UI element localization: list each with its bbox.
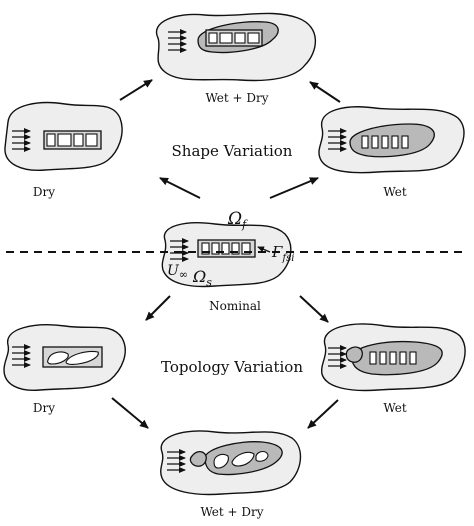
void-region [47,351,69,365]
inflow-arrows [12,344,31,368]
panel-bottom-wet-dry: Wet + Dry [160,430,302,519]
panel-shape-wet: Wet [318,106,465,199]
detached-body [189,450,207,467]
arrow-nominal-to-topology-dry [145,295,171,321]
arrow-topology-dry-to-bottom [111,397,149,429]
frame-cell [211,242,220,255]
arrow-nominal-to-shape-dry [159,177,201,199]
arrow-shape-dry-to-top [119,79,153,101]
frame-cell [401,135,409,149]
arrow-nominal-to-shape-wet [269,177,319,199]
label-shape-wet: Wet [383,185,406,199]
panel-topology-wet: Wet [320,323,466,415]
frame-cell [371,135,379,149]
frame-cell [389,351,397,365]
label-shape-dry: Dry [33,185,55,199]
omega-f-label: Ωf [227,209,248,231]
frame-cell [247,32,260,44]
omega-s-label: Ωs [192,267,212,289]
frame-cell [241,242,251,255]
panel-top-wet-dry: Wet + Dry [155,12,317,105]
inflow-arrows [12,128,31,152]
frame-cell [381,135,389,149]
frame-cell [201,242,210,255]
arrow-topology-wet-to-bottom [307,399,339,429]
detached-body [345,346,363,363]
frame-cell [46,133,56,147]
frame-cell [208,32,218,44]
topology-variation-title: Topology Variation [161,358,303,376]
void-region [255,450,269,462]
transition-arrows [111,79,341,429]
void-region [213,453,229,469]
interface-pointer [257,246,271,253]
u-infinity-label: U∞ [167,263,188,281]
frame-cell [57,133,72,147]
arrow-nominal-to-topology-wet [299,295,329,323]
label-bottom: Wet + Dry [200,505,263,519]
void-region [65,350,99,365]
frame-cell [221,242,230,255]
frame-cell [85,133,98,147]
label-topology-dry: Dry [33,401,55,415]
shape-variation-title: Shape Variation [172,142,293,160]
void-region [231,451,255,467]
frame-cell [361,135,369,149]
panel-topology-dry: Dry [3,324,126,415]
label-nominal: Nominal [209,299,261,313]
frame-cell [73,133,84,147]
inflow-arrows [168,29,187,53]
panel-shape-dry: Dry [4,101,123,199]
frame-cell [219,32,233,44]
frame-cell [409,351,417,365]
structure-body [351,340,443,376]
frame-cell [379,351,387,365]
panel-nominal: Ωf Γfsi U∞ Ωs Nominal [161,209,294,313]
frame-cell [369,351,377,365]
frame-cell [399,351,407,365]
inflow-arrows [328,345,347,369]
frame-cell [391,135,399,149]
label-topology-wet: Wet [383,401,406,415]
inflow-arrows [328,128,347,152]
label-top: Wet + Dry [205,91,268,105]
arrow-shape-wet-to-top [309,81,341,103]
frame-cell [234,32,246,44]
inflow-arrows [167,449,186,473]
frame-cell [231,242,240,255]
